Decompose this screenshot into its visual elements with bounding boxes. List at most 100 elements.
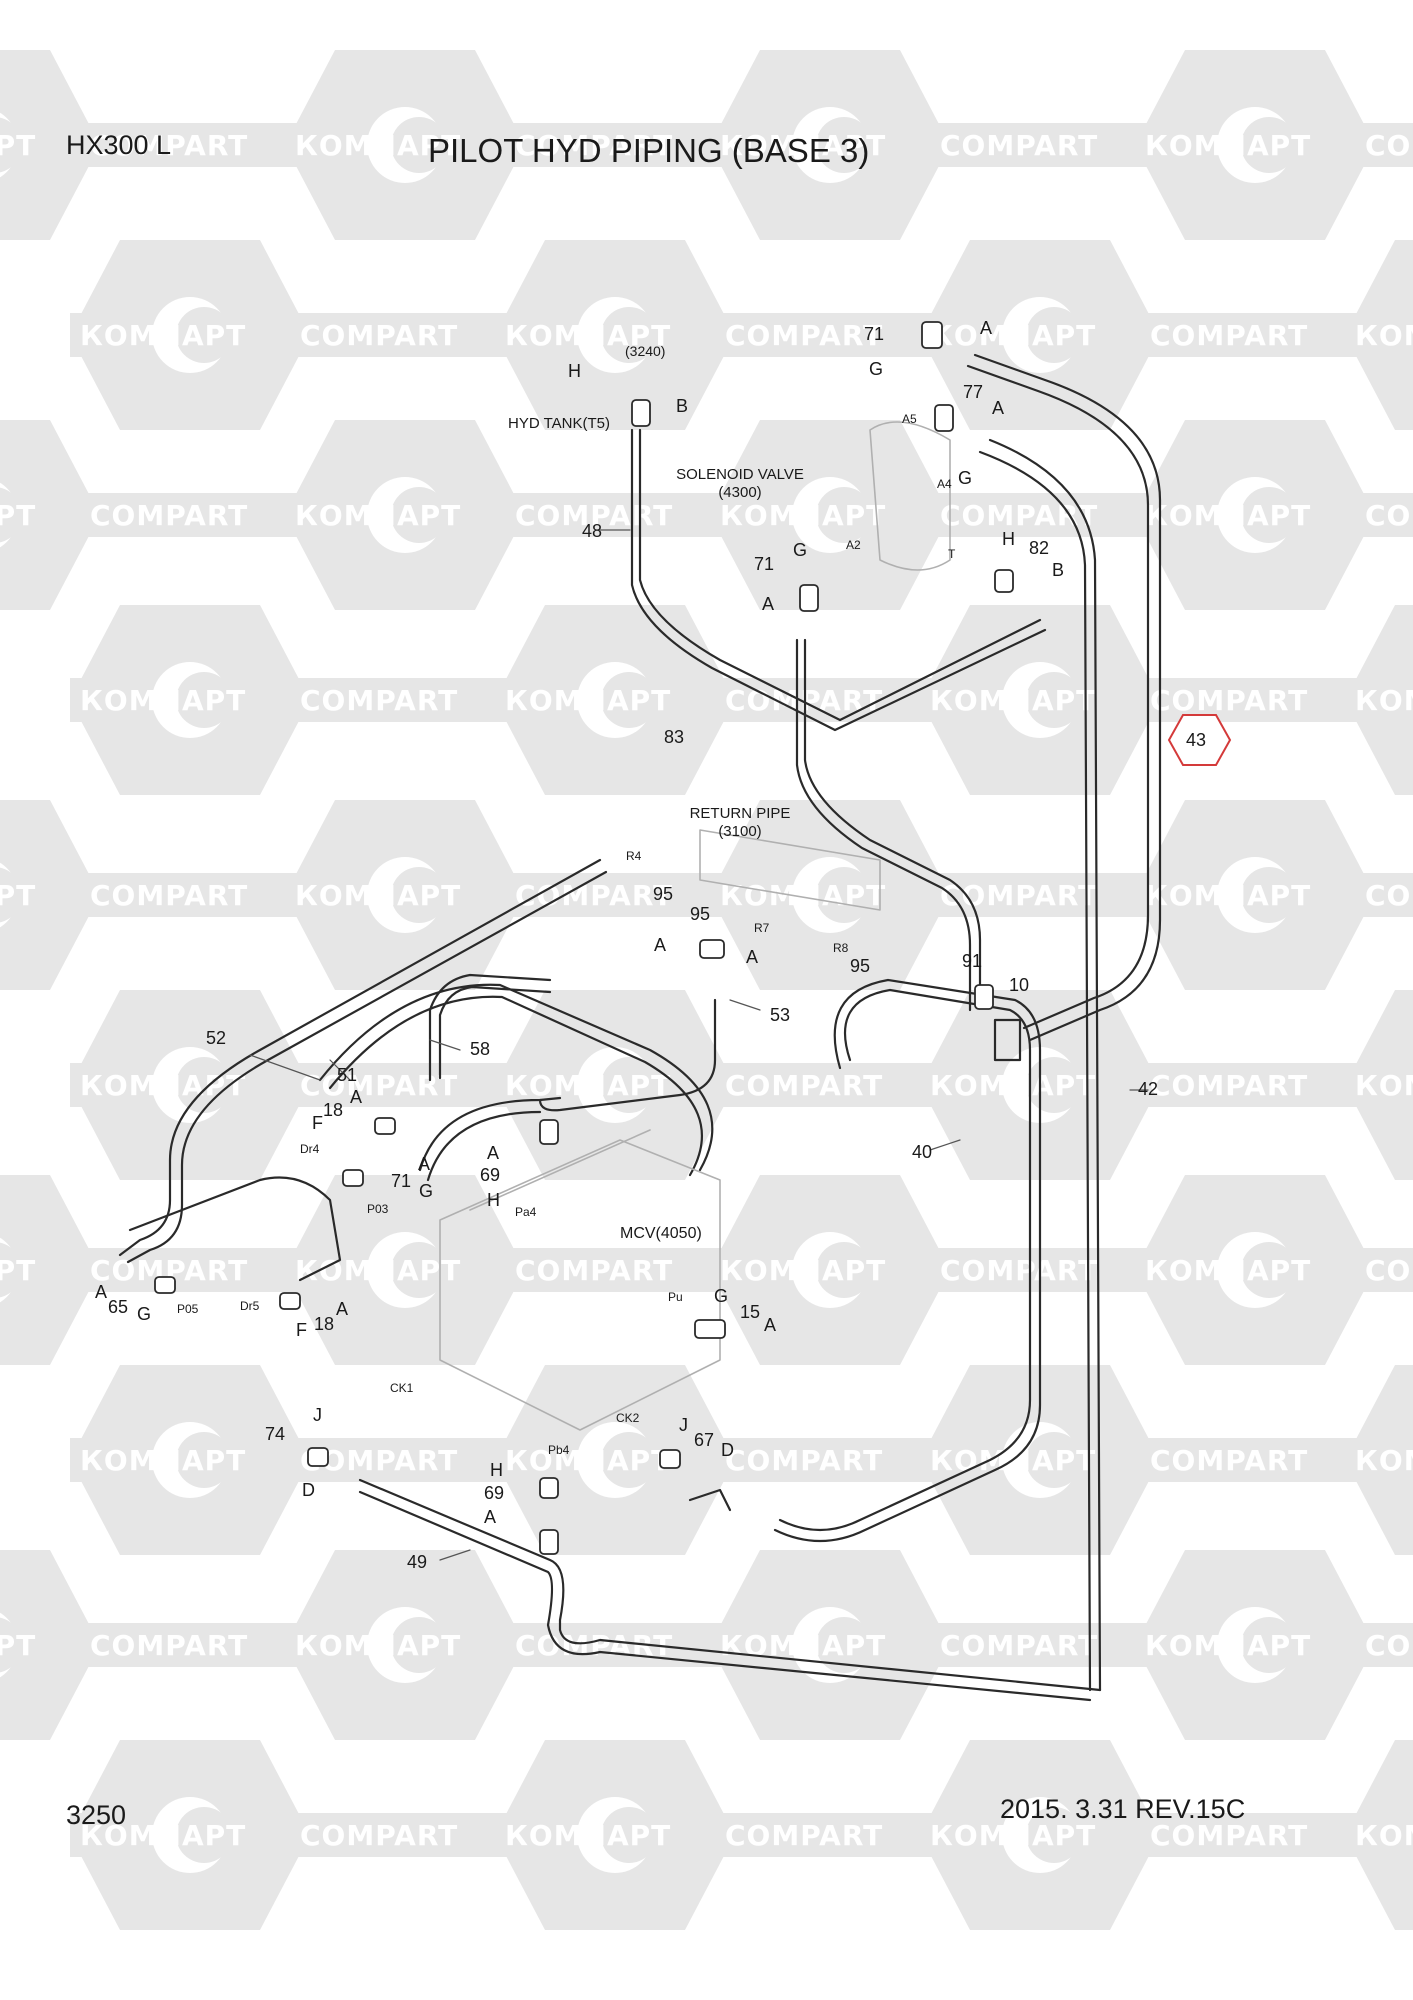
watermark-text-latin: COMPART — [725, 1444, 883, 1477]
watermark-text-cyrillic: КОМПАРТ — [505, 1444, 671, 1477]
callout-40: 40 — [912, 1142, 932, 1162]
watermark-text-cyrillic: КОМПАРТ — [80, 1819, 246, 1852]
watermark-tile: КОМПАРТ COMPART — [495, 1365, 955, 1555]
hose-52 — [118, 858, 602, 1257]
callout-F: F — [296, 1320, 307, 1340]
watermark-text-cyrillic: КОМПАРТ — [1145, 499, 1311, 532]
callout-G: G — [958, 468, 972, 488]
callout-A: A — [336, 1299, 348, 1319]
watermark-text-latin: COMPART — [1150, 1819, 1308, 1852]
callout-83: 83 — [664, 727, 684, 747]
watermark-text-cyrillic: КОМПАРТ — [930, 1819, 1096, 1852]
callout-A: A — [746, 947, 758, 967]
watermark-text-cyrillic: КОМПАРТ — [1145, 1254, 1311, 1287]
watermark-tile: КОМПАРТ COMPART — [920, 1740, 1380, 1930]
callout-18: 18 — [323, 1100, 343, 1120]
watermark-text-cyrillic: КОМПАРТ — [80, 684, 246, 717]
callout-10: 10 — [1009, 975, 1029, 995]
solenoid-valve-ref: (4300) — [718, 484, 761, 501]
watermark-text-cyrillic: КОМПАРТ — [295, 499, 461, 532]
watermark-text-latin: COMPART — [1365, 1254, 1413, 1287]
watermark-text-cyrillic: КОМПАРТ — [0, 499, 36, 532]
callout-65: 65 — [108, 1297, 128, 1317]
watermark-text-cyrillic: КОМПАРТ — [930, 319, 1096, 352]
port-P03: P03 — [367, 1202, 389, 1216]
port-Dr5: Dr5 — [240, 1299, 260, 1313]
mcv-label: MCV(4050) — [620, 1225, 702, 1242]
port-Pb4: Pb4 — [548, 1443, 570, 1457]
callout-95: 95 — [653, 884, 673, 904]
watermark-text-cyrillic: КОМПАРТ — [720, 1629, 886, 1662]
callout-A: A — [654, 935, 666, 955]
watermark-text-cyrillic: КОМПАРТ — [720, 1254, 886, 1287]
page-number: 3250 — [66, 1800, 127, 1830]
callout-J: J — [313, 1405, 322, 1425]
callout-A: A — [764, 1315, 776, 1335]
watermark-tile: КОМПАРТ COMPART — [0, 420, 320, 610]
watermark-text-latin: COMPART — [515, 1254, 673, 1287]
watermark-text-cyrillic: КОМПАРТ — [80, 1444, 246, 1477]
callout-F: F — [312, 1113, 323, 1133]
watermark-text-cyrillic: КОМПАРТ — [1355, 1819, 1413, 1852]
port-T: T — [948, 547, 956, 561]
watermark-text-latin: COMPART — [300, 684, 458, 717]
page-title: PILOT HYD PIPING (BASE 3) — [428, 132, 870, 169]
watermark-text-latin: COMPART — [1150, 1444, 1308, 1477]
hose-48 — [638, 428, 1042, 722]
callout-D: D — [721, 1440, 734, 1460]
watermark-text-latin: COMPART — [515, 879, 673, 912]
hose-53 — [538, 998, 717, 1112]
watermark-text-latin: COMPART — [90, 879, 248, 912]
solenoid-valve-label: SOLENOID VALVE — [676, 466, 804, 483]
watermark-text-cyrillic: КОМПАРТ — [1355, 319, 1413, 352]
callout-B: B — [1052, 560, 1064, 580]
hose-51 — [318, 983, 714, 1172]
port-Dr4: Dr4 — [300, 1142, 320, 1156]
callout-95: 95 — [690, 904, 710, 924]
callout-H: H — [1002, 529, 1015, 549]
port-R8: R8 — [833, 941, 849, 955]
watermark-text-cyrillic: КОМПАРТ — [0, 1254, 36, 1287]
callout-G: G — [137, 1304, 151, 1324]
callout-H: H — [568, 361, 581, 381]
clamp-10 — [993, 1018, 1022, 1062]
callout-71: 71 — [391, 1171, 411, 1191]
callout-18: 18 — [314, 1314, 334, 1334]
watermark-text-latin: COMPART — [90, 499, 248, 532]
highlight-hexagon-43[interactable] — [1167, 714, 1232, 766]
callout-48: 48 — [582, 521, 602, 541]
hose-left-lower — [128, 1176, 342, 1282]
hose-40 — [778, 988, 1032, 1532]
return-pipe-ref: (3100) — [718, 823, 761, 840]
port-Pa4: Pa4 — [515, 1205, 537, 1219]
model-name: HX300 L — [66, 130, 172, 160]
watermark-text-cyrillic: КОМПАРТ — [1145, 129, 1311, 162]
hose-43 — [973, 353, 1162, 1042]
watermark-text-cyrillic: КОМПАРТ — [1355, 1069, 1413, 1102]
return-pipe-body — [699, 829, 881, 911]
callout-A: A — [350, 1087, 362, 1107]
mcv-body — [439, 1139, 721, 1431]
watermark-text-latin: COMPART — [1150, 684, 1308, 717]
